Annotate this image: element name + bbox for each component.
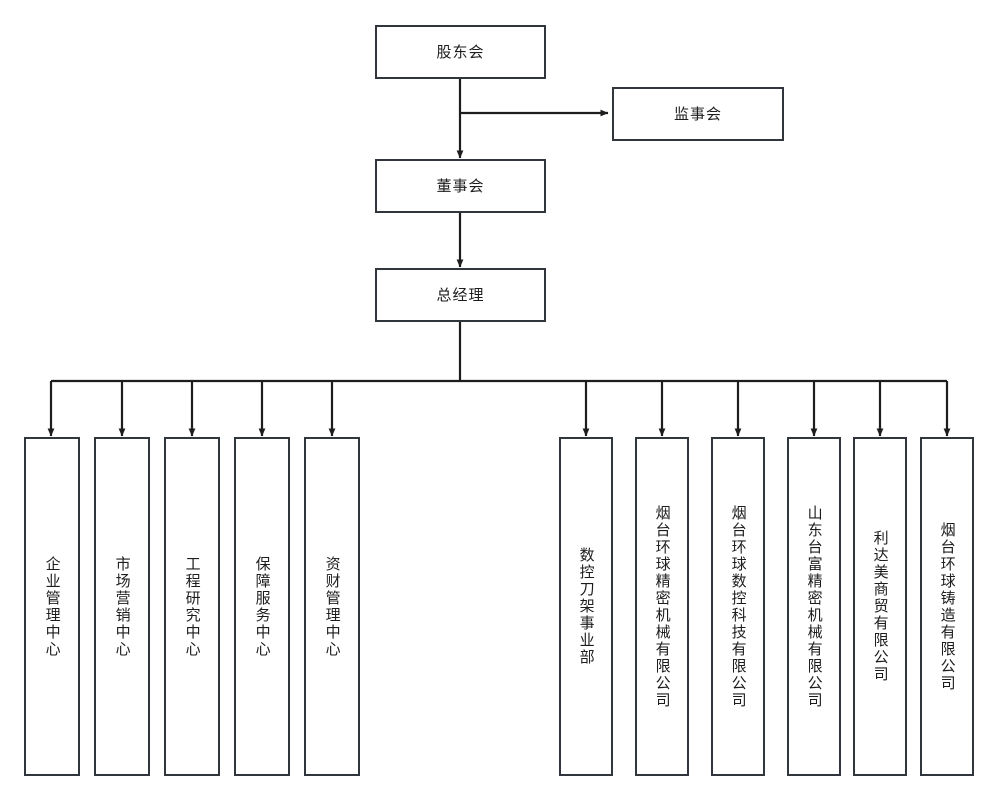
node-board-of-directors[interactable]: 董事会 bbox=[375, 159, 546, 213]
node-label: 烟台环球数控科技有限公司 bbox=[729, 504, 748, 709]
node-label: 数控刀架事业部 bbox=[577, 547, 596, 666]
node-yantai-global-cnc-technology[interactable]: 烟台环球数控科技有限公司 bbox=[711, 437, 765, 776]
node-cnc-turret-division[interactable]: 数控刀架事业部 bbox=[559, 437, 613, 776]
node-shareholders-meeting[interactable]: 股东会 bbox=[375, 25, 546, 79]
node-label: 烟台环球铸造有限公司 bbox=[938, 521, 957, 692]
node-label: 董事会 bbox=[436, 177, 485, 195]
node-label: 利达美商贸有限公司 bbox=[871, 530, 890, 683]
node-lidamei-trading[interactable]: 利达美商贸有限公司 bbox=[853, 437, 907, 776]
node-yantai-global-casting[interactable]: 烟台环球铸造有限公司 bbox=[920, 437, 974, 776]
node-label: 监事会 bbox=[673, 105, 722, 123]
node-label: 总经理 bbox=[436, 286, 485, 304]
node-board-of-supervisors[interactable]: 监事会 bbox=[612, 87, 784, 141]
node-finance-management-center[interactable]: 资财管理中心 bbox=[304, 437, 360, 776]
node-label: 保障服务中心 bbox=[253, 555, 272, 658]
node-label: 工程研究中心 bbox=[183, 555, 202, 658]
node-yantai-global-precision-machinery[interactable]: 烟台环球精密机械有限公司 bbox=[635, 437, 689, 776]
node-label: 企业管理中心 bbox=[43, 555, 62, 658]
node-label: 山东台富精密机械有限公司 bbox=[805, 504, 824, 709]
node-label: 股东会 bbox=[436, 43, 485, 61]
node-label: 烟台环球精密机械有限公司 bbox=[653, 504, 672, 709]
node-label: 资财管理中心 bbox=[323, 555, 342, 658]
node-enterprise-management-center[interactable]: 企业管理中心 bbox=[24, 437, 80, 776]
node-label: 市场营销中心 bbox=[113, 555, 132, 658]
node-general-manager[interactable]: 总经理 bbox=[375, 268, 546, 322]
node-engineering-research-center[interactable]: 工程研究中心 bbox=[164, 437, 220, 776]
node-marketing-center[interactable]: 市场营销中心 bbox=[94, 437, 150, 776]
node-support-service-center[interactable]: 保障服务中心 bbox=[234, 437, 290, 776]
node-shandong-taifu-precision-machinery[interactable]: 山东台富精密机械有限公司 bbox=[787, 437, 841, 776]
